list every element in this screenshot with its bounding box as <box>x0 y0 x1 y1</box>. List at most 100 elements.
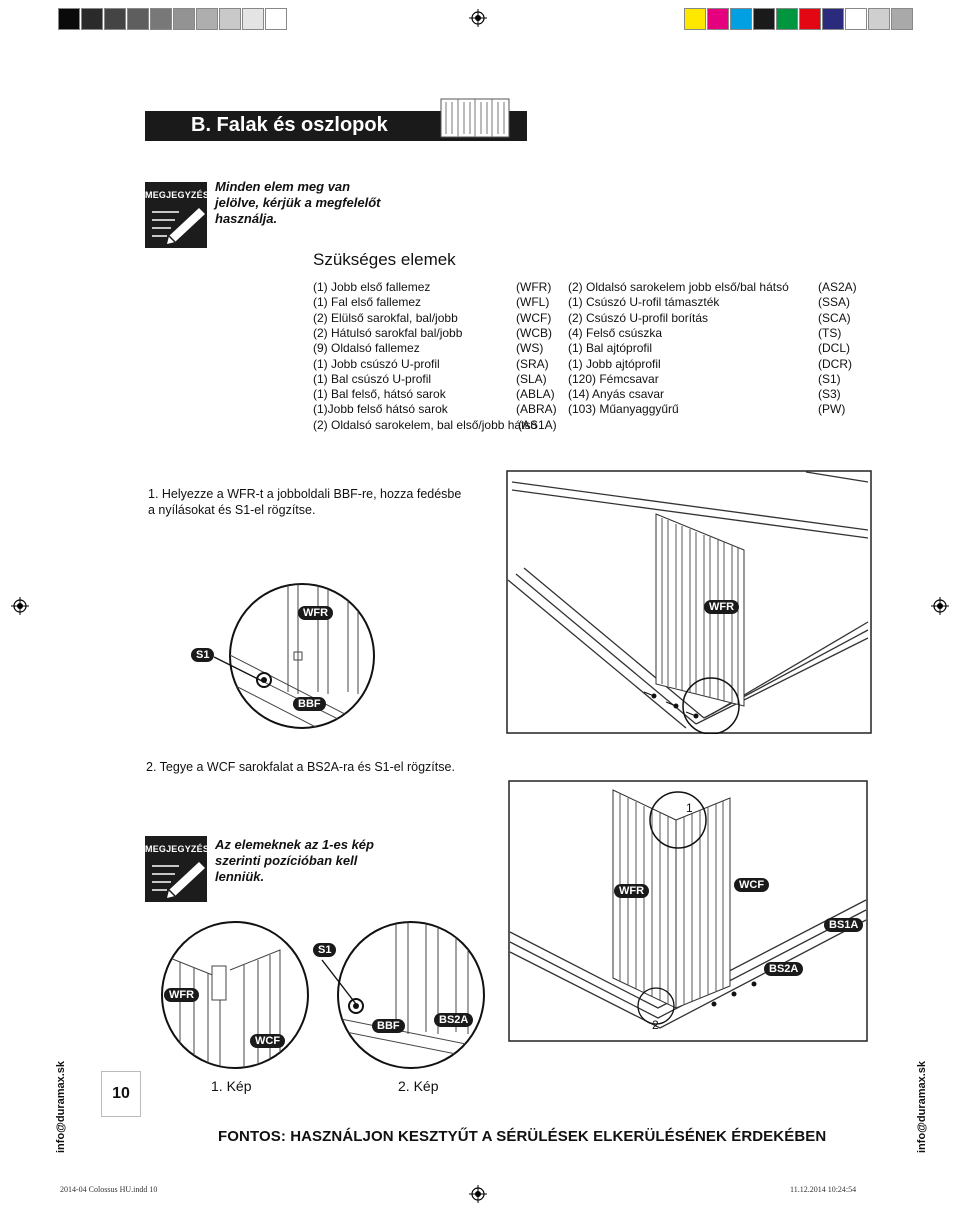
part-code: (SRA) <box>516 356 549 371</box>
part-name: (120) Fémcsavar <box>568 371 659 386</box>
part-name: (2) Hátulsó sarokfal bal/jobb <box>313 325 463 340</box>
pencil-note-icon <box>152 208 205 244</box>
color-swatch <box>845 8 867 30</box>
part-code: (SSA) <box>818 295 851 310</box>
step2-instruction: 2. Tegye a WCF sarokfalat a BS2A-ra és S… <box>146 760 455 774</box>
part-code: (DCL) <box>818 341 850 356</box>
step1-detail-illustration <box>229 583 375 729</box>
note-text: Az elemeknek az 1-es kép szerinti pozíci… <box>215 837 374 884</box>
color-swatch <box>242 8 264 30</box>
part-code: (ABLA) <box>516 387 555 402</box>
side-contact-left: info@duramax.sk <box>55 1060 67 1153</box>
part-code: (PW) <box>818 402 846 417</box>
wfr-label: WFR <box>614 884 650 898</box>
color-swatch <box>127 8 149 30</box>
s1-label: S1 <box>191 648 215 662</box>
bbf-label: BBF <box>293 697 326 711</box>
shed-wall-icon <box>440 98 510 138</box>
part-code: (TS) <box>818 325 842 340</box>
color-swatch <box>265 8 287 30</box>
part-code: (WS) <box>516 341 544 356</box>
color-swatch <box>707 8 729 30</box>
pencil-note-icon <box>152 862 205 898</box>
wcf-label: WCF <box>734 878 770 892</box>
part-name: (9) Oldalsó fallemez <box>313 341 420 356</box>
bbf-detail-label: BBF <box>372 1019 405 1033</box>
color-swatch <box>173 8 195 30</box>
side-contact-right: info@duramax.sk <box>916 1060 928 1153</box>
part-name: (1) Csúszó U-rofil támaszték <box>568 295 720 310</box>
wcf-detail-label: WCF <box>250 1034 286 1048</box>
step1-instruction: 1. Helyezze a WFR-t a jobboldali BBF-re,… <box>148 487 462 517</box>
registration-mark-icon <box>469 9 487 27</box>
footer-date: 11.12.2014 10:24:54 <box>790 1185 857 1194</box>
note-label: MEGJEGYZÉS <box>145 844 210 854</box>
color-swatch <box>799 8 821 30</box>
s1-leader-line <box>321 959 357 1005</box>
color-swatch <box>891 8 913 30</box>
part-code: (SLA) <box>516 371 547 386</box>
color-swatch <box>58 8 80 30</box>
parts-heading: Szükséges elemek <box>313 250 456 269</box>
step2-illustration <box>508 780 868 1042</box>
registration-mark-icon <box>11 597 29 615</box>
note-text: Minden elem meg van jelölve, kérjük a me… <box>215 179 381 226</box>
color-swatch <box>104 8 126 30</box>
part-code: (WCB) <box>516 325 552 340</box>
part-name: (2) Elülső sarokfal, bal/jobb <box>313 310 458 325</box>
note-label: MEGJEGYZÉS <box>145 190 210 200</box>
step2-label-2: 2 <box>652 1018 659 1032</box>
color-swatch <box>150 8 172 30</box>
detail-1-illustration <box>161 921 309 1069</box>
figure-caption-1: 1. Kép <box>211 1078 252 1094</box>
important-notice: FONTOS: HASZNÁLJON KESZTYŰT A SÉRÜLÉSEK … <box>218 1128 827 1145</box>
color-swatch <box>822 8 844 30</box>
part-name: (103) Műanyaggyűrű <box>568 402 679 417</box>
part-name: (14) Anyás csavar <box>568 387 665 402</box>
registration-mark-icon <box>469 1185 487 1203</box>
part-code: (WFR) <box>516 280 552 294</box>
part-name: (1) Jobb ajtóprofil <box>568 356 661 371</box>
step1-illustration <box>506 470 872 734</box>
footer-file: 2014-04 Colossus HU.indd 10 <box>60 1185 158 1194</box>
bs2a-label: BS2A <box>764 962 804 976</box>
part-code: (AS2A) <box>818 280 857 294</box>
part-code: (SCA) <box>818 310 851 325</box>
part-code: (WCF) <box>516 310 552 325</box>
wfr-detail-label: WFR <box>298 606 334 620</box>
bs1a-label: BS1A <box>824 918 864 932</box>
part-code: (DCR) <box>818 356 852 371</box>
note-badge: MEGJEGYZÉS <box>145 182 210 248</box>
part-name: (2) Oldalsó sarokelem jobb első/bal háts… <box>568 280 789 294</box>
bs2a-detail-label: BS2A <box>434 1013 474 1027</box>
part-code: (AS1A) <box>518 417 557 432</box>
step2-label-1: 1 <box>686 801 693 815</box>
part-name: (2) Oldalsó sarokelem, bal első/jobb hát… <box>313 417 538 432</box>
color-swatch <box>196 8 218 30</box>
color-swatch <box>81 8 103 30</box>
wfr-detail-label: WFR <box>164 988 200 1002</box>
part-name: (1) Jobb első fallemez <box>313 280 431 294</box>
part-code: (S3) <box>818 387 841 402</box>
color-swatch <box>684 8 706 30</box>
wfr-label: WFR <box>704 600 740 614</box>
s1-detail-label: S1 <box>313 943 337 957</box>
s1-leader-line <box>214 656 263 682</box>
color-swatch <box>868 8 890 30</box>
registration-mark-icon <box>931 597 949 615</box>
part-name: (1) Bal csúszó U-profil <box>313 371 432 386</box>
note-badge: MEGJEGYZÉS <box>145 836 210 902</box>
part-name: (1) Bal ajtóprofil <box>568 341 653 356</box>
color-swatch <box>730 8 752 30</box>
part-code: (WFL) <box>516 295 550 310</box>
part-name: (1)Jobb felső hátsó sarok <box>313 402 448 417</box>
part-name: (1) Fal első fallemez <box>313 295 422 310</box>
color-swatch <box>776 8 798 30</box>
figure-caption-2: 2. Kép <box>398 1078 439 1094</box>
part-name: (1) Bal felső, hátsó sarok <box>313 387 446 402</box>
color-swatch <box>219 8 241 30</box>
color-swatch <box>753 8 775 30</box>
part-name: (4) Felső csúszka <box>568 325 663 340</box>
part-name: (1) Jobb csúszó U-profil <box>313 356 440 371</box>
part-code: (S1) <box>818 371 841 386</box>
